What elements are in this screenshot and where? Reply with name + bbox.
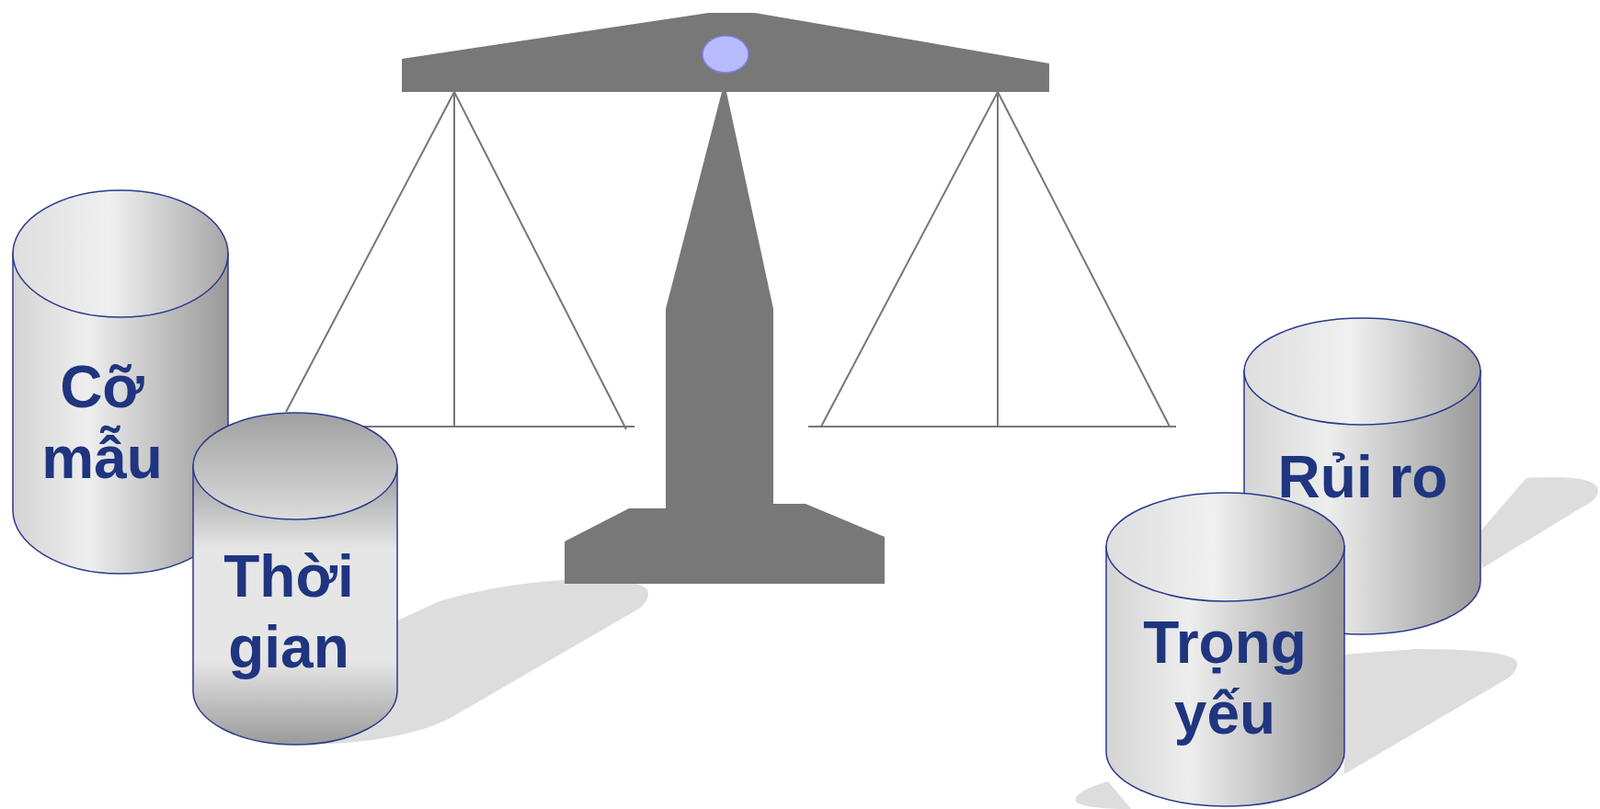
cylinder-label: Cỡ mẫu	[23, 352, 181, 494]
pan-strings	[285, 91, 1177, 430]
cylinder-node: Trọng yếu	[1105, 491, 1346, 808]
cylinder-label: Thời gian	[196, 541, 381, 684]
scale-body	[401, 12, 1050, 584]
cylinder-node: Thời gian	[192, 411, 399, 746]
cylinder-label: Trọng yếu	[1123, 607, 1326, 750]
pivot	[702, 35, 749, 73]
